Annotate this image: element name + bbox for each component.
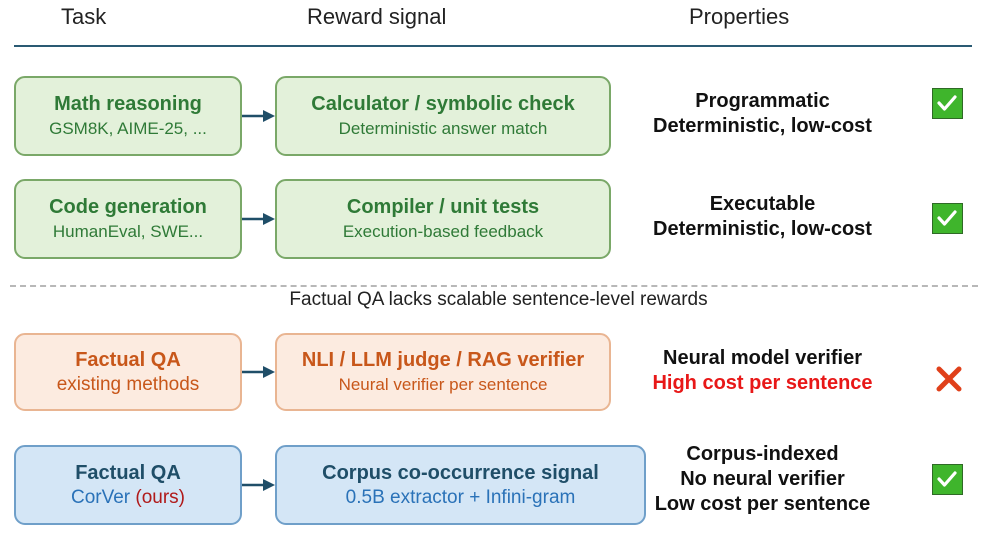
- property-line-alert: High cost per sentence: [652, 372, 873, 394]
- task-title: Code generation: [49, 196, 207, 218]
- task-title: Factual QA: [75, 349, 181, 371]
- property-line: Executable: [709, 193, 816, 215]
- task-subtitle: HumanEval, SWE...: [52, 222, 204, 241]
- properties-math: Programmatic Deterministic, low-cost: [620, 89, 905, 139]
- properties-neural: Neural model verifier High cost per sent…: [620, 346, 905, 396]
- reward-box-neural-verifier: NLI / LLM judge / RAG verifier Neural ve…: [275, 333, 611, 411]
- header-task: Task: [61, 4, 107, 29]
- arrow-right-icon: [242, 213, 275, 225]
- reward-box-code: Compiler / unit tests Execution-based fe…: [275, 179, 611, 259]
- task-box-factual-existing: Factual QA existing methods: [14, 333, 242, 411]
- reward-title: Calculator / symbolic check: [311, 93, 575, 115]
- properties-code: Executable Deterministic, low-cost: [620, 192, 905, 242]
- properties-corpus: Corpus-indexed No neural verifier Low co…: [620, 442, 905, 517]
- task-subtitle: GSM8K, AIME-25, ...: [49, 119, 207, 138]
- property-line: Programmatic: [695, 90, 830, 112]
- header-properties: Properties: [689, 4, 790, 29]
- task-title: Factual QA: [75, 462, 181, 484]
- property-line: Low cost per sentence: [654, 493, 871, 515]
- arrow-right-icon: [242, 366, 275, 378]
- divider-note: Factual QA lacks scalable sentence-level…: [289, 289, 708, 310]
- property-line: Deterministic, low-cost: [653, 218, 872, 240]
- header-rule: [14, 45, 972, 47]
- ours-tag: (ours): [135, 487, 186, 508]
- section-divider: [10, 285, 978, 287]
- task-box-math: Math reasoning GSM8K, AIME-25, ...: [14, 76, 242, 156]
- reward-subtitle: Neural verifier per sentence: [338, 375, 548, 394]
- arrow-right-icon: [242, 479, 275, 491]
- property-line: No neural verifier: [680, 468, 845, 490]
- header-reward-signal: Reward signal: [307, 4, 447, 29]
- reward-title: Corpus co-occurrence signal: [322, 462, 599, 484]
- task-title: Math reasoning: [54, 93, 202, 115]
- task-subtitle: CorVer (ours): [71, 486, 185, 509]
- method-name: CorVer: [70, 487, 131, 508]
- property-line: Neural model verifier: [663, 347, 862, 369]
- reward-title: NLI / LLM judge / RAG verifier: [301, 349, 585, 371]
- reward-subtitle: Execution-based feedback: [342, 222, 544, 241]
- cross-icon: [936, 366, 962, 392]
- task-box-factual-corver: Factual QA CorVer (ours): [14, 445, 242, 525]
- check-icon: [932, 464, 963, 495]
- reward-subtitle: 0.5B extractor + Infini-gram: [345, 487, 576, 508]
- arrow-right-icon: [242, 110, 275, 122]
- task-subtitle: existing methods: [56, 374, 200, 395]
- check-icon: [932, 88, 963, 119]
- property-line: Corpus-indexed: [686, 443, 839, 465]
- reward-title: Compiler / unit tests: [346, 196, 540, 218]
- task-box-code: Code generation HumanEval, SWE...: [14, 179, 242, 259]
- check-icon: [932, 203, 963, 234]
- property-line: Deterministic, low-cost: [653, 115, 872, 137]
- reward-box-math: Calculator / symbolic check Deterministi…: [275, 76, 611, 156]
- reward-box-corpus: Corpus co-occurrence signal 0.5B extract…: [275, 445, 646, 525]
- reward-subtitle: Deterministic answer match: [338, 119, 548, 138]
